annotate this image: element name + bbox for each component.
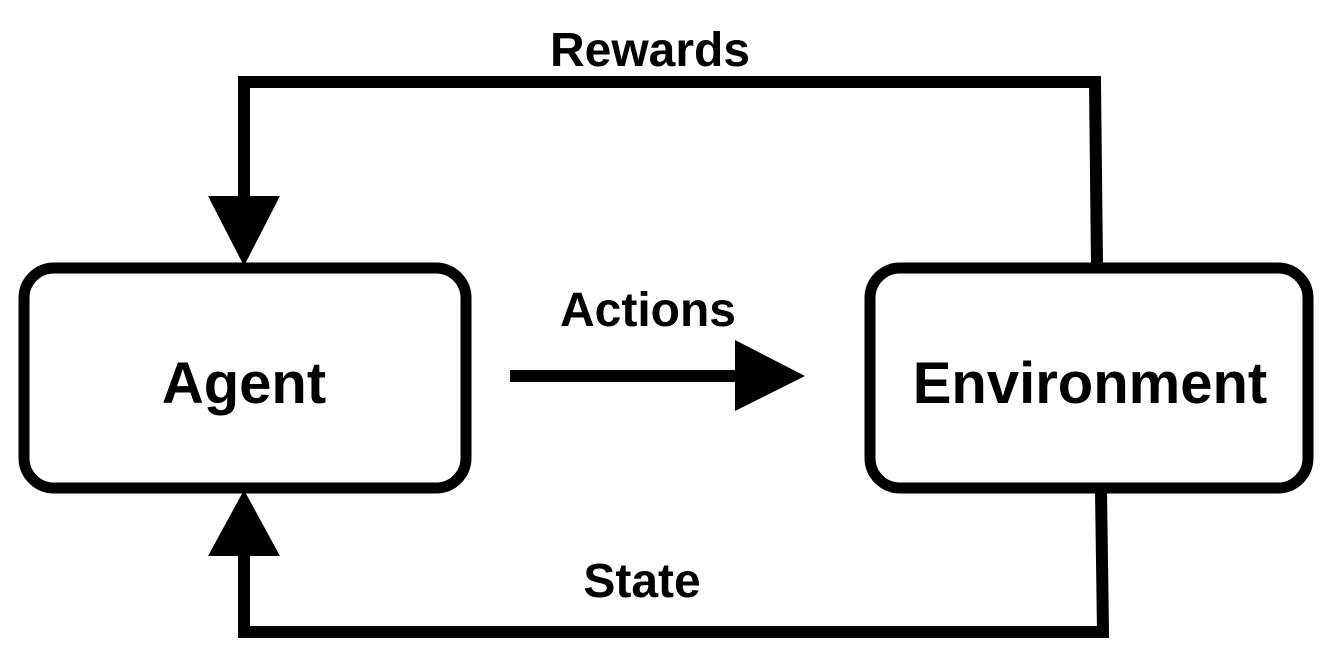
environment-box [864,262,1314,494]
rewards-arrowhead [208,196,280,266]
state-arrowhead [208,490,280,556]
environment-label: Environment [913,351,1268,416]
state-label: State [583,555,700,608]
agent-box [18,262,472,494]
rewards-label: Rewards [550,24,750,77]
environment-node: Environment [864,262,1314,494]
actions-label: Actions [560,284,736,337]
state-connector [238,489,1110,638]
rewards-connector [238,76,1103,268]
agent-node: Agent [18,262,472,494]
agent-label: Agent [162,351,326,416]
actions-arrowhead [735,340,805,411]
